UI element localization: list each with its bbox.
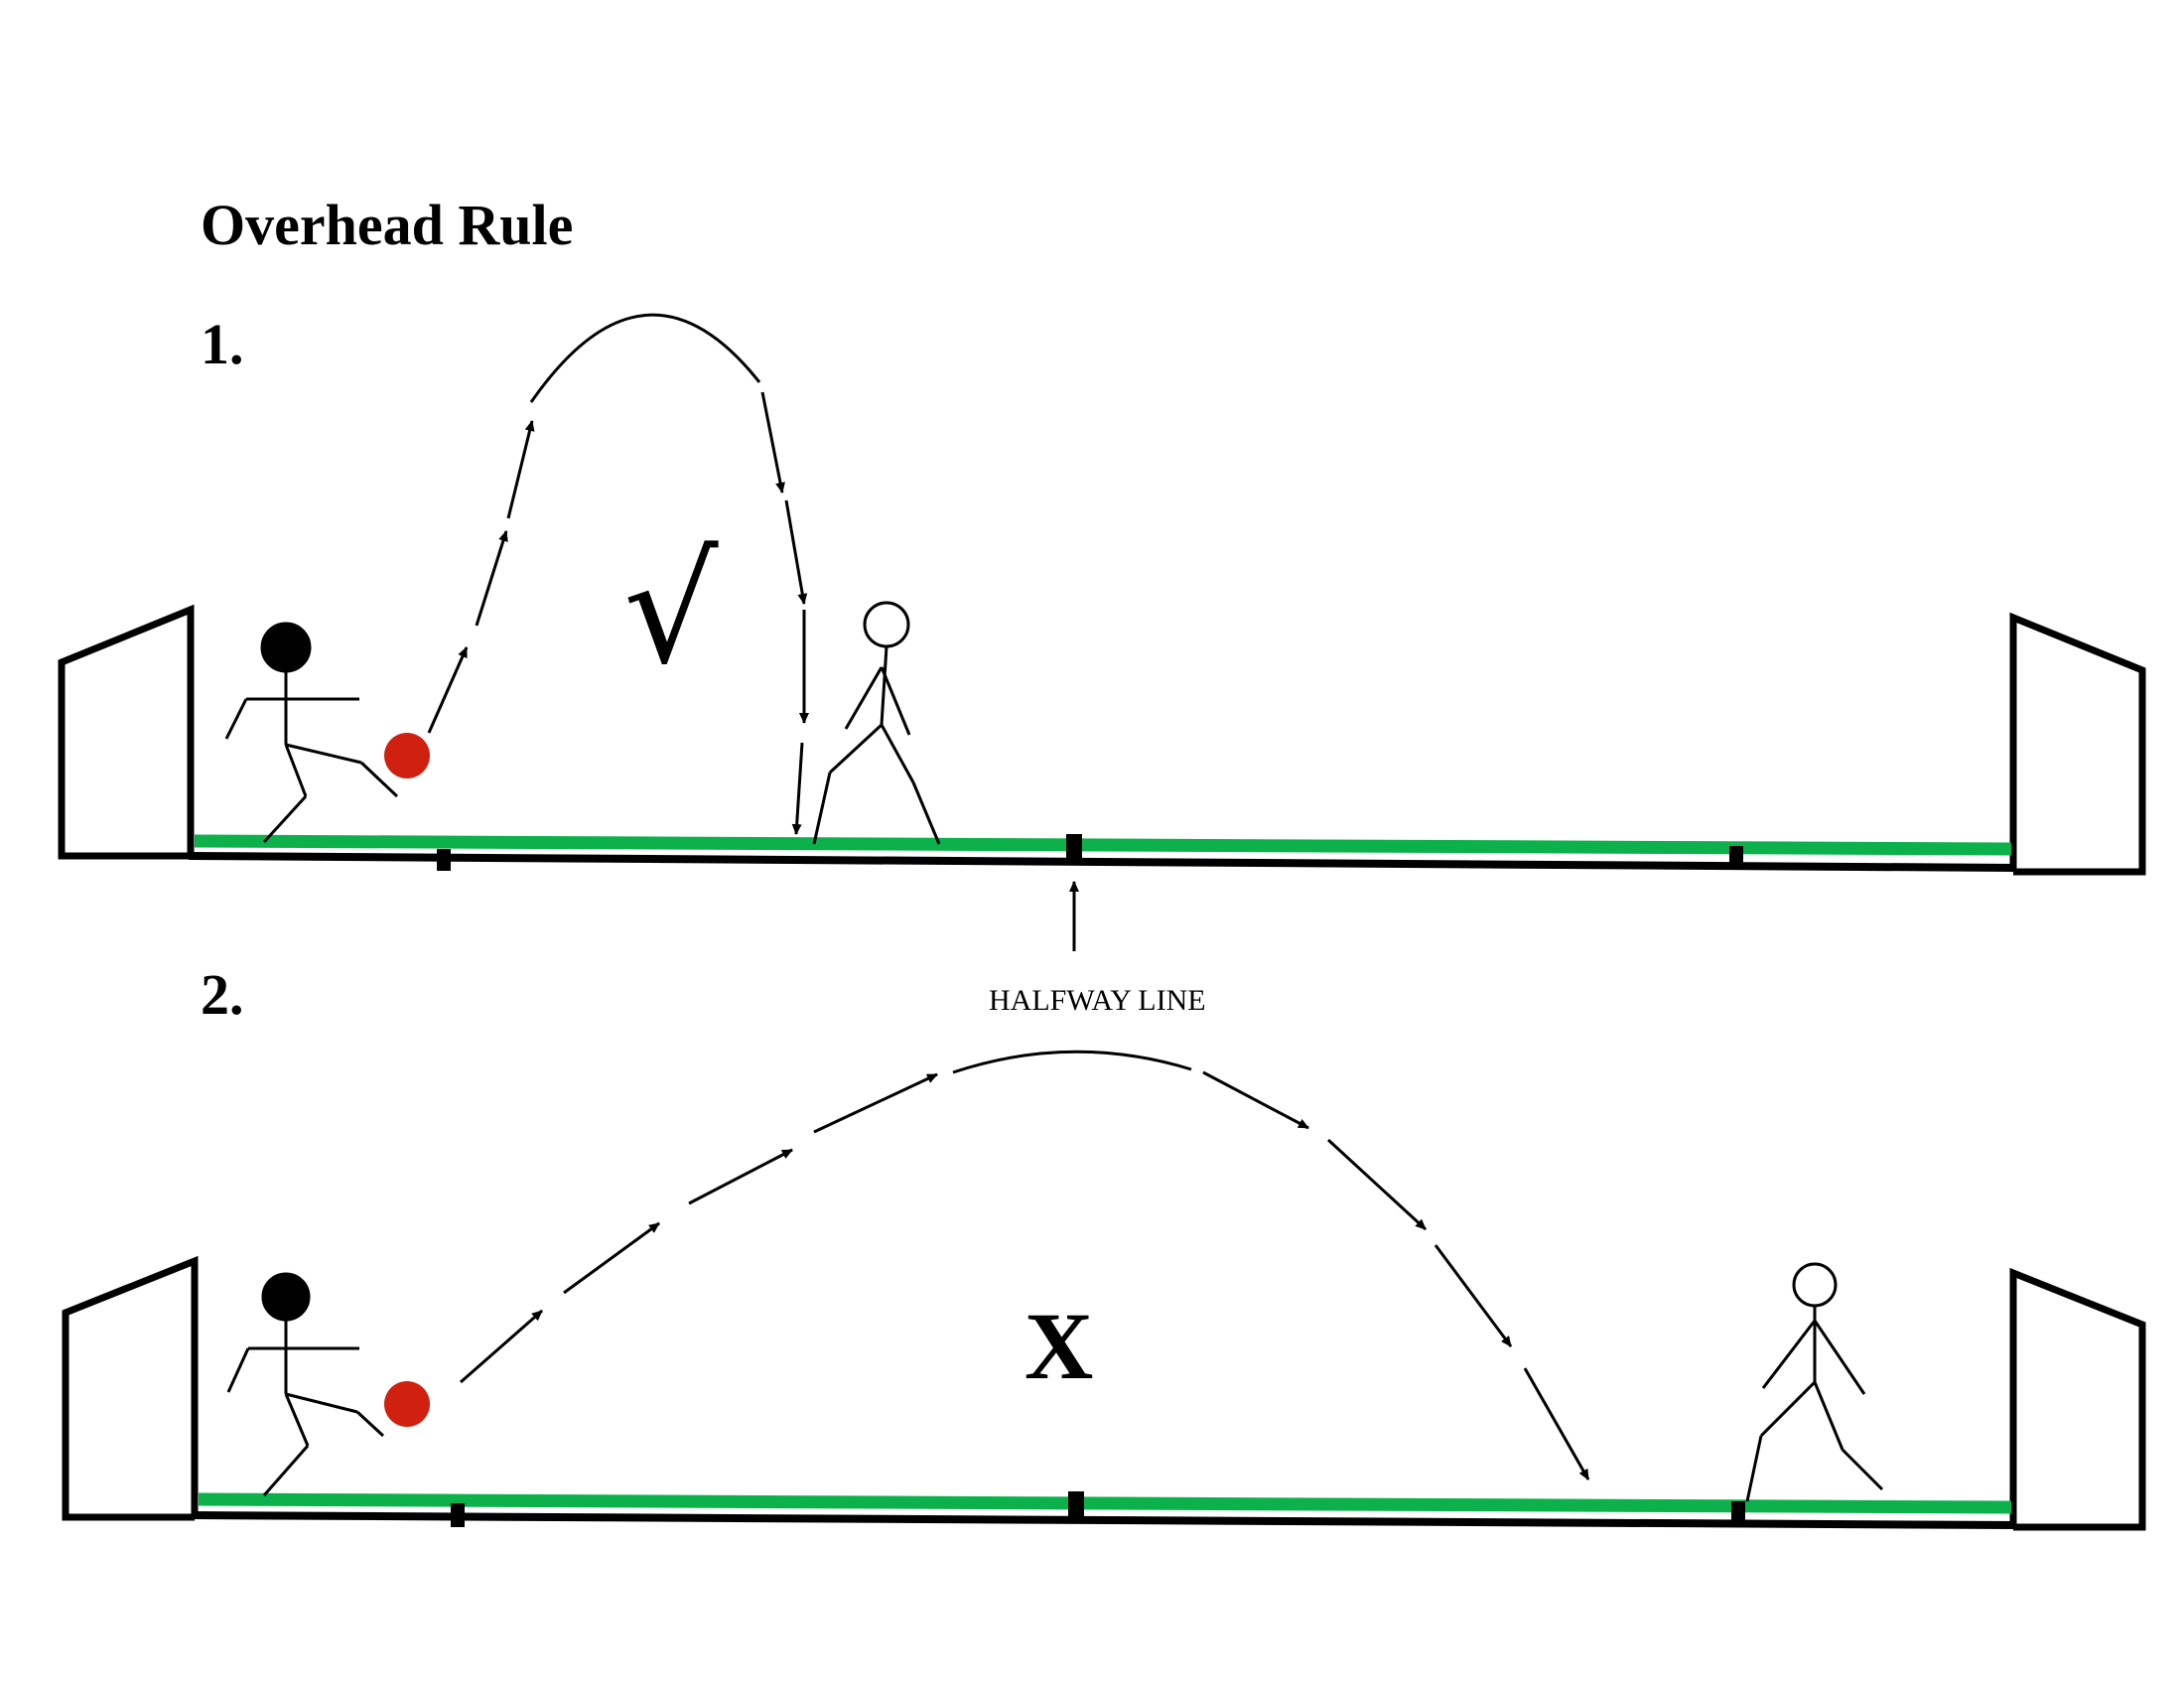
kicker-player bbox=[224, 622, 399, 844]
panel-1 bbox=[58, 313, 2146, 951]
quarter-marker bbox=[437, 849, 451, 871]
left-goal bbox=[62, 1255, 199, 1521]
panel-1-number: 1. bbox=[201, 312, 244, 376]
ball bbox=[384, 733, 430, 778]
ball-trajectory bbox=[460, 1050, 1590, 1480]
quarter-marker bbox=[1731, 1501, 1745, 1523]
halfway-marker bbox=[1066, 834, 1082, 860]
quarter-marker bbox=[1729, 846, 1743, 868]
halfway-marker bbox=[1068, 1491, 1084, 1517]
panel-2 bbox=[62, 1050, 2146, 1531]
halfway-line-label: HALFWAY LINE bbox=[989, 984, 1206, 1017]
ball bbox=[384, 1381, 430, 1427]
pitch-surface bbox=[194, 834, 2012, 856]
ball-trajectory bbox=[427, 313, 809, 835]
pitch-surface bbox=[198, 1492, 2012, 1514]
kicker-player bbox=[226, 1272, 385, 1496]
pitch-line bbox=[188, 852, 2016, 872]
right-goal bbox=[2009, 612, 2146, 876]
receiver-player bbox=[812, 601, 941, 845]
allowed-checkmark: √ bbox=[623, 524, 719, 697]
left-goal bbox=[58, 604, 195, 860]
receiver-player bbox=[1745, 1262, 1884, 1502]
quarter-marker bbox=[451, 1503, 465, 1527]
pitch-line bbox=[194, 1511, 2016, 1529]
right-goal bbox=[2009, 1267, 2146, 1531]
diagram-title: Overhead Rule bbox=[201, 193, 574, 257]
panel-2-number: 2. bbox=[201, 962, 244, 1027]
disallowed-cross: X bbox=[1024, 1293, 1094, 1399]
